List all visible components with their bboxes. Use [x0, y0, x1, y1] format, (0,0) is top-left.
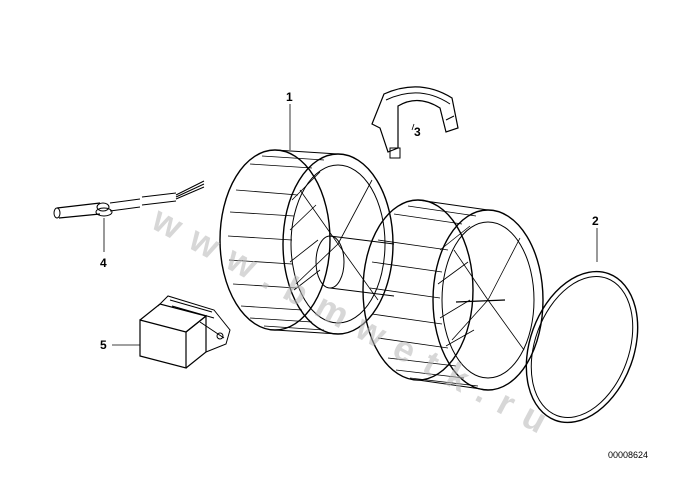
diagram-reference-code: 00008624 — [608, 450, 649, 460]
sensor-rod — [53, 180, 205, 219]
leader-lines — [103, 104, 598, 346]
callout-2: 2 — [592, 214, 599, 228]
callout-5: 5 — [100, 338, 107, 352]
resistor-unit — [139, 295, 231, 369]
ring-seal — [525, 270, 639, 424]
callout-1: 1 — [286, 90, 293, 104]
callout-4: 4 — [100, 256, 107, 270]
blower-fan-assembly — [219, 149, 544, 391]
callout-3: 3 — [414, 125, 421, 139]
clamp-bracket — [371, 86, 459, 159]
